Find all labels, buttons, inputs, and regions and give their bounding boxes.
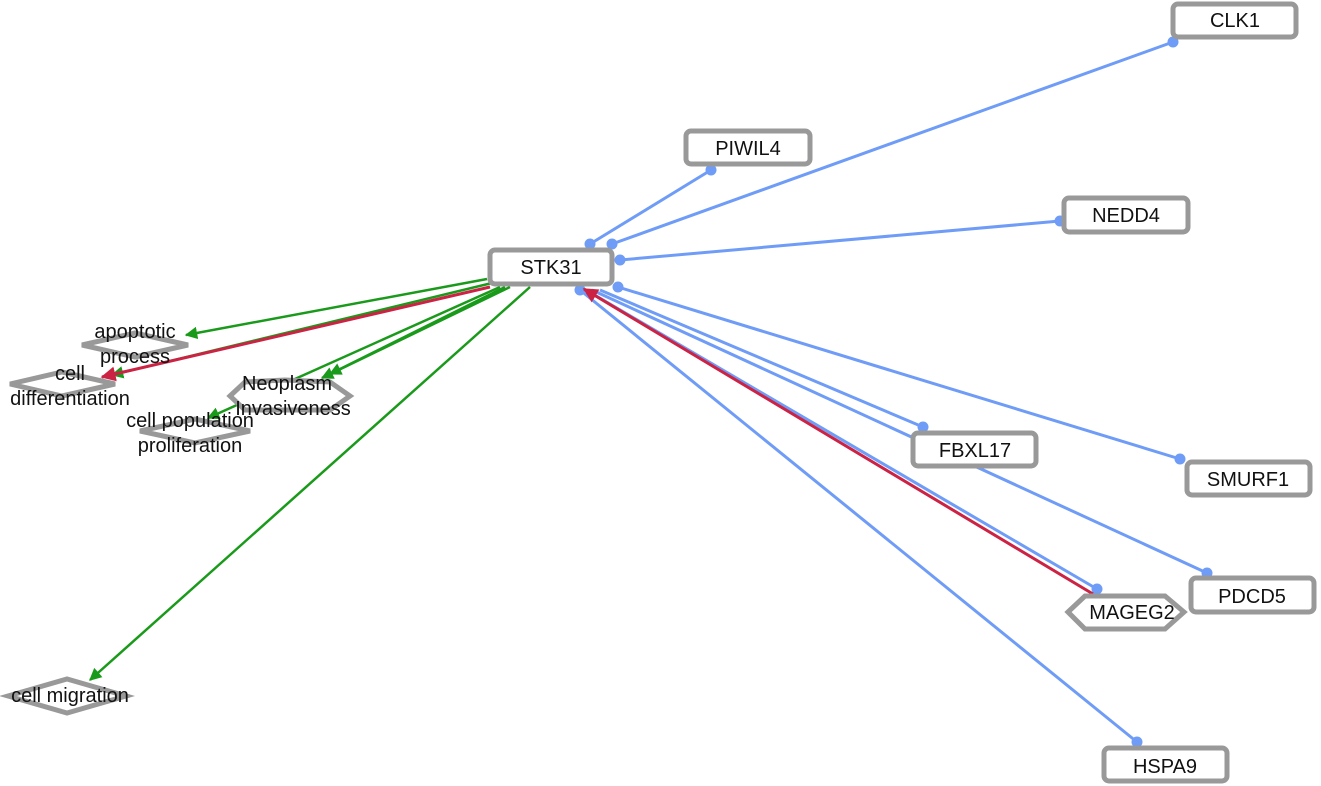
edge-stk31-piwil4[interactable] xyxy=(589,168,712,246)
node-fbxl17[interactable]: FBXL17 xyxy=(910,430,1039,469)
node-nedd4[interactable]: NEDD4 xyxy=(1061,195,1191,235)
node-piwil4[interactable]: PIWIL4 xyxy=(683,128,813,167)
edge-celldiff-stk31-inhibit[interactable] xyxy=(100,285,491,382)
svg-text:cell migration: cell migration xyxy=(11,685,129,707)
node-smurf1[interactable]: SMURF1 xyxy=(1184,459,1313,498)
edge-stk31-migration[interactable] xyxy=(89,286,531,681)
svg-text:Invasiveness: Invasiveness xyxy=(235,398,351,420)
edge-stk31-neoplasm-2[interactable] xyxy=(320,285,511,380)
node-clk1[interactable]: CLK1 xyxy=(1170,1,1299,40)
edge-stk31-pdcd5[interactable] xyxy=(591,288,1208,575)
svg-text:process: process xyxy=(100,346,170,368)
svg-text:MAGEG2: MAGEG2 xyxy=(1089,602,1175,624)
edge-stk31-fbxl17[interactable] xyxy=(599,288,924,429)
svg-text:proliferation: proliferation xyxy=(138,435,243,457)
svg-text:PDCD5: PDCD5 xyxy=(1218,586,1286,608)
node-pdcd5[interactable]: PDCD5 xyxy=(1188,575,1317,615)
edge-stk31-nedd4[interactable] xyxy=(619,219,1061,262)
node-cell-differentiation[interactable]: cell differentiation xyxy=(9,363,130,410)
edge-stk31-smurf1[interactable] xyxy=(617,285,1181,461)
svg-text:NEDD4: NEDD4 xyxy=(1092,205,1160,227)
svg-text:STK31: STK31 xyxy=(520,257,581,279)
svg-text:cell: cell xyxy=(55,363,85,385)
svg-text:HSPA9: HSPA9 xyxy=(1133,756,1197,778)
svg-text:FBXL17: FBXL17 xyxy=(939,440,1011,462)
svg-text:PIWIL4: PIWIL4 xyxy=(715,138,781,160)
node-hspa9[interactable]: HSPA9 xyxy=(1101,745,1230,784)
node-apoptotic-process[interactable]: apoptotic process xyxy=(81,321,189,368)
svg-text:SMURF1: SMURF1 xyxy=(1207,469,1289,491)
edge-mageg2-stk31-inhibit[interactable] xyxy=(582,287,1094,596)
node-cell-migration[interactable]: cell migration xyxy=(0,676,136,716)
svg-text:differentiation: differentiation xyxy=(10,388,130,410)
svg-text:CLK1: CLK1 xyxy=(1210,10,1260,32)
svg-text:cell population: cell population xyxy=(126,410,254,432)
node-neoplasm-invasiveness[interactable]: Neoplasm Invasiveness xyxy=(226,373,355,420)
edge-stk31-hspa9[interactable] xyxy=(579,288,1138,744)
svg-text:apoptotic: apoptotic xyxy=(94,321,175,343)
node-stk31[interactable]: STK31 xyxy=(487,247,615,287)
node-cell-population-proliferation[interactable]: cell population proliferation xyxy=(126,410,254,457)
node-mageg2[interactable]: MAGEG2 xyxy=(1064,593,1188,632)
svg-text:Neoplasm: Neoplasm xyxy=(242,373,332,395)
edge-stk31-clk1[interactable] xyxy=(611,40,1174,246)
edge-stk31-apoptotic[interactable] xyxy=(184,277,488,340)
